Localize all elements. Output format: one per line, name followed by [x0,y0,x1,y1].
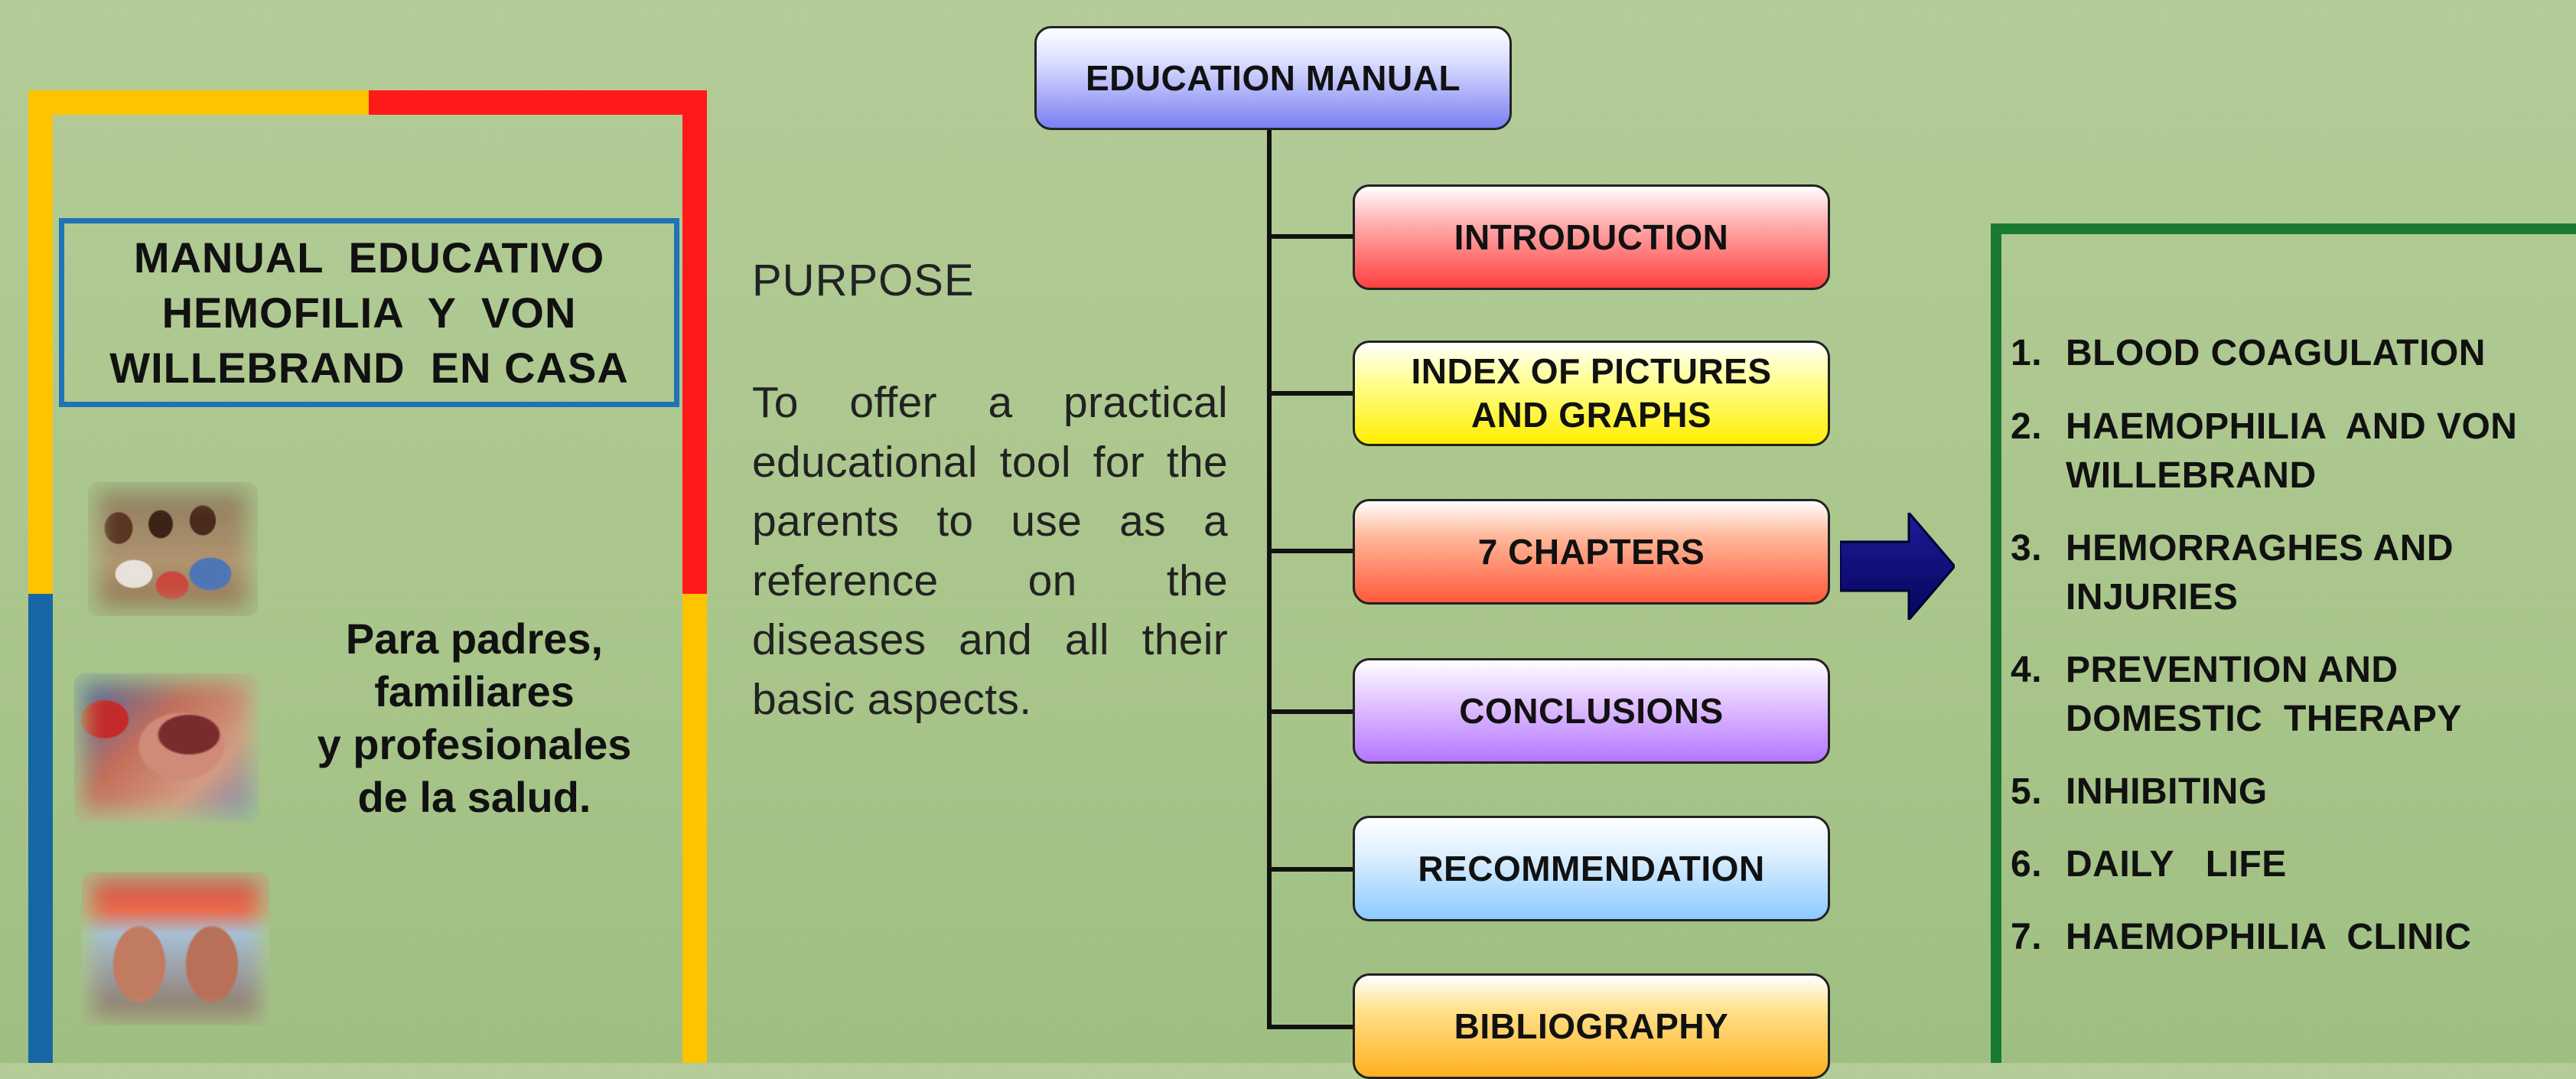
chapter-item-3: 3. HEMORRAGHES AND INJURIES [2011,524,2561,622]
chapter-frame-left [1991,223,2001,1063]
purpose-body: To offer a practical educational tool fo… [752,378,1228,724]
node-recommendation-label: RECOMMENDATION [1418,848,1765,888]
branch-line-recommendation [1267,867,1353,872]
branch-line-chapters [1267,549,1353,553]
node-index-of-pictures-label: INDEX OF PICTURES AND GRAPHS [1411,351,1772,435]
chapter-frame-top [1991,223,2576,234]
audience-caption-line-3: y profesionales [317,720,632,768]
chapter-title: HAEMOPHILIA CLINIC [2066,917,2472,957]
audience-caption: Para padres, familiares y profesionales … [291,612,658,823]
photo-family-group [88,482,258,616]
frame-border-left-yellow [28,90,53,594]
chapter-item-6: 6. DAILY LIFE [2011,840,2561,889]
chapter-number: 4. [2011,650,2043,690]
photo-bruised-arm [74,673,259,823]
right-arrow-icon [1840,513,1955,620]
chapter-number: 6. [2011,844,2043,885]
branch-line-introduction [1267,234,1353,239]
frame-border-right-yellow [682,594,707,1063]
branch-line-index [1267,391,1353,396]
node-introduction-label: INTRODUCTION [1454,217,1729,257]
node-introduction: INTRODUCTION [1353,184,1830,290]
manual-title-line-3: WILLEBRAND EN CASA [109,343,629,392]
chapter-title: INHIBITING [2066,771,2268,812]
chapter-number: 2. [2011,406,2043,447]
chapter-title: HEMORRAGHES AND INJURIES [2066,528,2454,618]
frame-border-top-yellow [28,90,369,115]
node-conclusions-label: CONCLUSIONS [1459,690,1724,731]
node-education-manual-label: EDUCATION MANUAL [1085,57,1461,98]
chapter-title: BLOOD COAGULATION [2066,333,2486,373]
branch-line-bibliography [1267,1025,1353,1029]
audience-caption-line-2: familiares [374,667,575,716]
manual-title-box: MANUAL EDUCATIVO HEMOFILIA Y VON WILLEBR… [59,218,679,407]
node-conclusions: CONCLUSIONS [1353,658,1830,764]
frame-border-right-red [682,90,707,594]
frame-border-top-red [369,90,707,115]
node-education-manual: EDUCATION MANUAL [1034,26,1512,130]
tree-trunk-line [1267,130,1272,1027]
chapter-title: PREVENTION AND DOMESTIC THERAPY [2066,650,2462,739]
chapter-title: HAEMOPHILIA AND VON WILLEBRAND [2066,406,2518,496]
node-recommendation: RECOMMENDATION [1353,816,1830,921]
node-7-chapters: 7 CHAPTERS [1353,499,1830,605]
node-index-of-pictures: INDEX OF PICTURES AND GRAPHS [1353,341,1830,446]
chapter-item-4: 4. PREVENTION AND DOMESTIC THERAPY [2011,646,2561,744]
audience-caption-line-4: de la salud. [357,773,591,821]
photo-swollen-knees [82,872,269,1025]
manual-title-line-2: HEMOFILIA Y VON [161,288,577,337]
chapter-item-5: 5. INHIBITING [2011,768,2561,817]
chapter-item-1: 1. BLOOD COAGULATION [2011,329,2561,378]
chapter-number: 3. [2011,528,2043,569]
frame-border-left-blue [28,594,53,1063]
chapter-title: DAILY LIFE [2066,844,2287,885]
chapter-item-7: 7. HAEMOPHILIA CLINIC [2011,913,2561,962]
chapter-number: 5. [2011,771,2043,812]
node-bibliography-label: BIBLIOGRAPHY [1454,1006,1729,1046]
manual-title-line-1: MANUAL EDUCATIVO [133,233,605,282]
branch-line-conclusions [1267,709,1353,714]
purpose-title: PURPOSE [752,256,975,305]
chapter-item-2: 2. HAEMOPHILIA AND VON WILLEBRAND [2011,403,2561,500]
audience-caption-line-1: Para padres, [345,614,604,663]
chapter-list: 1. BLOOD COAGULATION 2. HAEMOPHILIA AND … [2011,329,2561,962]
chapter-number: 7. [2011,917,2043,957]
chapter-number: 1. [2011,333,2043,373]
node-7-chapters-label: 7 CHAPTERS [1477,531,1705,572]
node-bibliography: BIBLIOGRAPHY [1353,973,1830,1079]
